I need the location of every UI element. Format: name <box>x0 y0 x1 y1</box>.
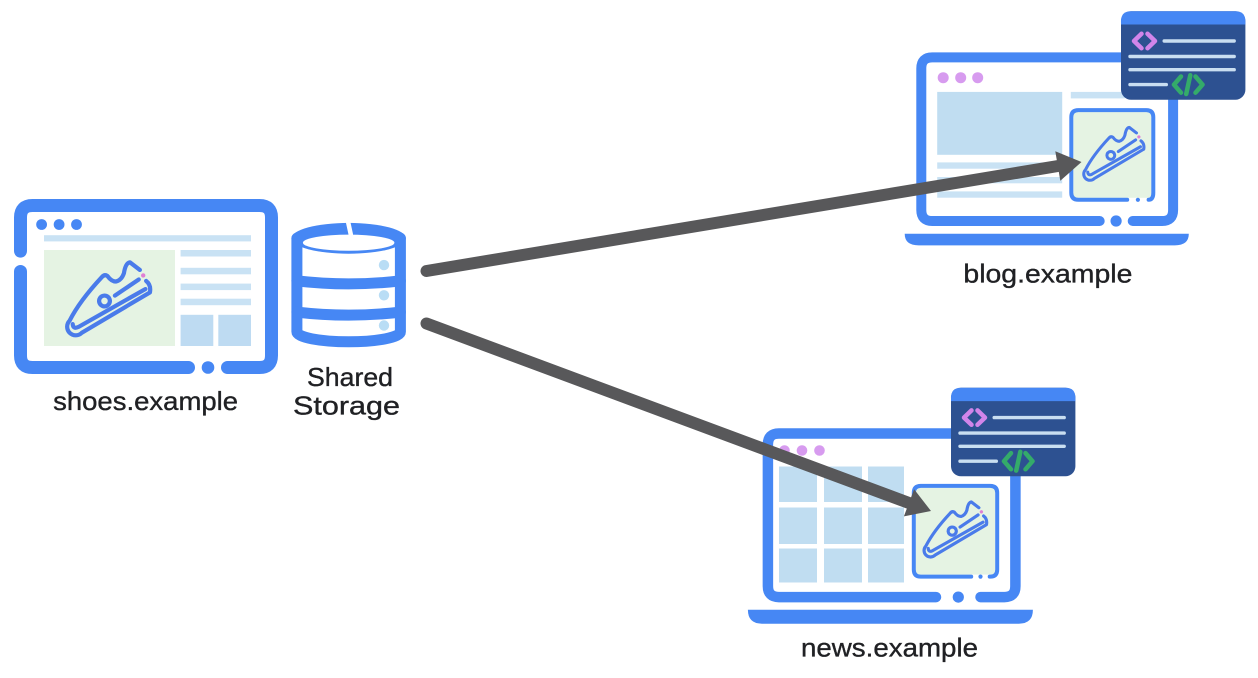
svg-text:news.example: news.example <box>801 633 978 663</box>
svg-text:blog.example: blog.example <box>963 259 1132 289</box>
svg-text:Storage: Storage <box>293 391 400 421</box>
svg-text:Shared: Shared <box>307 362 393 392</box>
svg-text:shoes.example: shoes.example <box>53 386 238 416</box>
